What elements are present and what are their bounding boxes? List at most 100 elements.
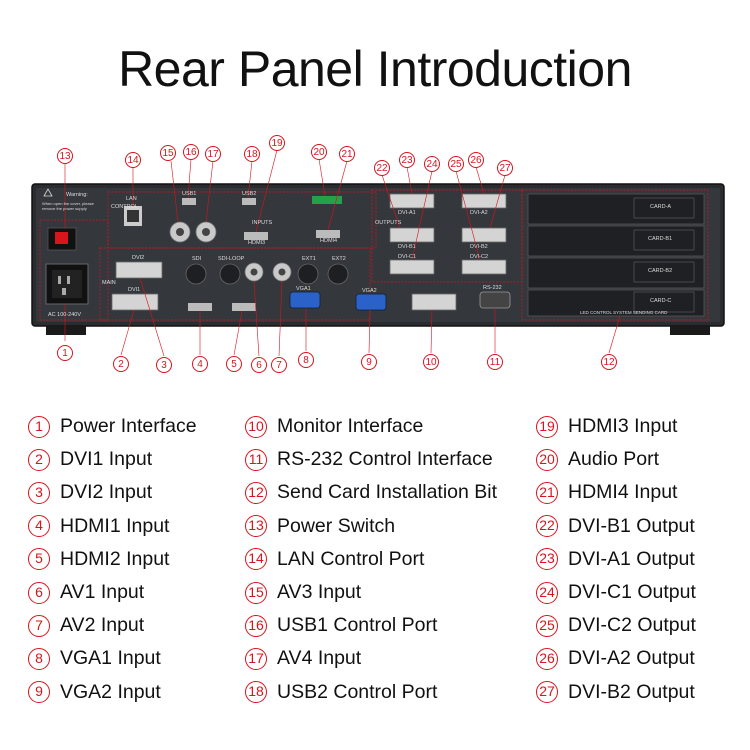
- legend-number: 19: [536, 415, 558, 438]
- legend-number: 12: [245, 481, 267, 504]
- legend-label: Send Card Installation Bit: [277, 481, 498, 504]
- legend-label: VGA1 Input: [60, 647, 161, 670]
- legend-number: 10: [245, 415, 267, 438]
- legend-label: HDMI3 Input: [568, 415, 678, 438]
- panel-label-inputs: INPUTS: [252, 220, 273, 226]
- legend-label: DVI-B2 Output: [568, 680, 695, 703]
- legend-label: DVI-B1 Output: [568, 514, 695, 537]
- callout-10: 10: [423, 354, 439, 370]
- legend-label: Monitor Interface: [277, 415, 424, 438]
- callout-20: 20: [311, 144, 327, 160]
- legend-item: 22 DVI-B1 Output: [536, 510, 696, 543]
- legend-column-2: 10 Monitor Interface 11 RS-232 Control Int…: [245, 410, 497, 709]
- panel-label-send-card: LED CONTROL SYSTEM SENDING CARD: [580, 310, 668, 315]
- panel-label-card-a: CARD-A: [650, 204, 672, 210]
- rear-panel-photo: CONTROL LAN USB1 USB2 INPUTS HDMI3 HDMI4…: [20, 135, 732, 375]
- callout-13: 13: [57, 148, 73, 164]
- legend-label: Audio Port: [568, 448, 660, 471]
- legend-number: 6: [28, 581, 50, 604]
- callout-23: 23: [399, 152, 415, 168]
- panel-label-sdi-loop: SDI-LOOP: [218, 256, 245, 262]
- legend-label: DVI1 Input: [60, 448, 153, 471]
- legend-number: 7: [28, 614, 50, 637]
- legend-number: 9: [28, 681, 50, 704]
- panel-label-hdmi3: HDMI3: [248, 240, 266, 246]
- legend-item: 21 HDMI4 Input: [536, 476, 696, 509]
- panel-label-outputs: OUTPUTS: [375, 220, 402, 226]
- legend-number: 11: [245, 448, 267, 471]
- legend-label: DVI-C2 Output: [568, 614, 696, 637]
- page-title: Rear Panel Introduction: [118, 41, 632, 97]
- device-rear-panel: [31, 149, 725, 357]
- callout-17: 17: [205, 146, 221, 162]
- legend-label: USB1 Control Port: [277, 614, 438, 637]
- panel-label-ext1: EXT1: [302, 256, 316, 262]
- legend-item: 7 AV2 Input: [28, 609, 197, 642]
- legend-item: 4 HDMI1 Input: [28, 510, 197, 543]
- legend-number: 26: [536, 647, 558, 670]
- callout-6: 6: [251, 357, 267, 373]
- callout-2: 2: [113, 356, 129, 372]
- panel-label-card-b1: CARD-B1: [648, 236, 673, 242]
- callout-1: 1: [57, 345, 73, 361]
- legend-number: 27: [536, 681, 558, 704]
- panel-label-usb1: USB1: [182, 191, 197, 197]
- legend-number: 8: [28, 647, 50, 670]
- legend-item: 12 Send Card Installation Bit: [245, 476, 497, 509]
- legend-item: 27 DVI-B2 Output: [536, 676, 696, 709]
- legend-label: HDMI4 Input: [568, 481, 678, 504]
- panel-label-dvi-c2: DVI-C2: [470, 254, 489, 260]
- callout-14: 14: [125, 152, 141, 168]
- panel-label-dvi-a2: DVI-A2: [470, 210, 488, 216]
- legend-number: 17: [245, 647, 267, 670]
- callout-3: 3: [156, 357, 172, 373]
- callout-12: 12: [601, 354, 617, 370]
- legend-number: 22: [536, 515, 558, 538]
- panel-label-dvi2: DVI2: [132, 255, 145, 261]
- legend-number: 2: [28, 448, 50, 471]
- legend-item: 19 HDMI3 Input: [536, 410, 696, 443]
- legend-number: 14: [245, 548, 267, 571]
- callout-7: 7: [271, 357, 287, 373]
- legend-label: AV2 Input: [60, 614, 145, 637]
- legend-number: 5: [28, 548, 50, 571]
- panel-label-usb2: USB2: [242, 191, 257, 197]
- panel-label-rs232: RS-232: [483, 285, 502, 291]
- legend-label: RS-232 Control Interface: [277, 448, 493, 471]
- callout-19: 19: [269, 135, 285, 151]
- callout-5: 5: [226, 356, 242, 372]
- panel-label-vga1: VGA1: [296, 286, 311, 292]
- callout-11: 11: [487, 354, 503, 370]
- legend-label: Power Switch: [277, 514, 396, 537]
- legend-label: HDMI2 Input: [60, 547, 170, 570]
- legend-label: AV3 Input: [277, 581, 362, 604]
- legend-label: AV4 Input: [277, 647, 362, 670]
- legend-item: 15 AV3 Input: [245, 576, 497, 609]
- legend-number: 15: [245, 581, 267, 604]
- panel-label-dvi-c1: DVI-C1: [398, 254, 417, 260]
- panel-label-dvi1: DVI1: [128, 287, 141, 293]
- callout-21: 21: [339, 146, 355, 162]
- callout-15: 15: [160, 145, 176, 161]
- legend-number: 4: [28, 515, 50, 538]
- callout-22: 22: [374, 160, 390, 176]
- panel-label-dvi-b2: DVI-B2: [470, 244, 488, 250]
- legend-number: 21: [536, 481, 558, 504]
- legend-item: 8 VGA1 Input: [28, 642, 197, 675]
- legend-number: 3: [28, 481, 50, 504]
- callout-24: 24: [424, 156, 440, 172]
- legend-number: 23: [536, 548, 558, 571]
- legend-number: 24: [536, 581, 558, 604]
- legend-label: Power Interface: [60, 415, 197, 438]
- legend-label: HDMI1 Input: [60, 514, 170, 537]
